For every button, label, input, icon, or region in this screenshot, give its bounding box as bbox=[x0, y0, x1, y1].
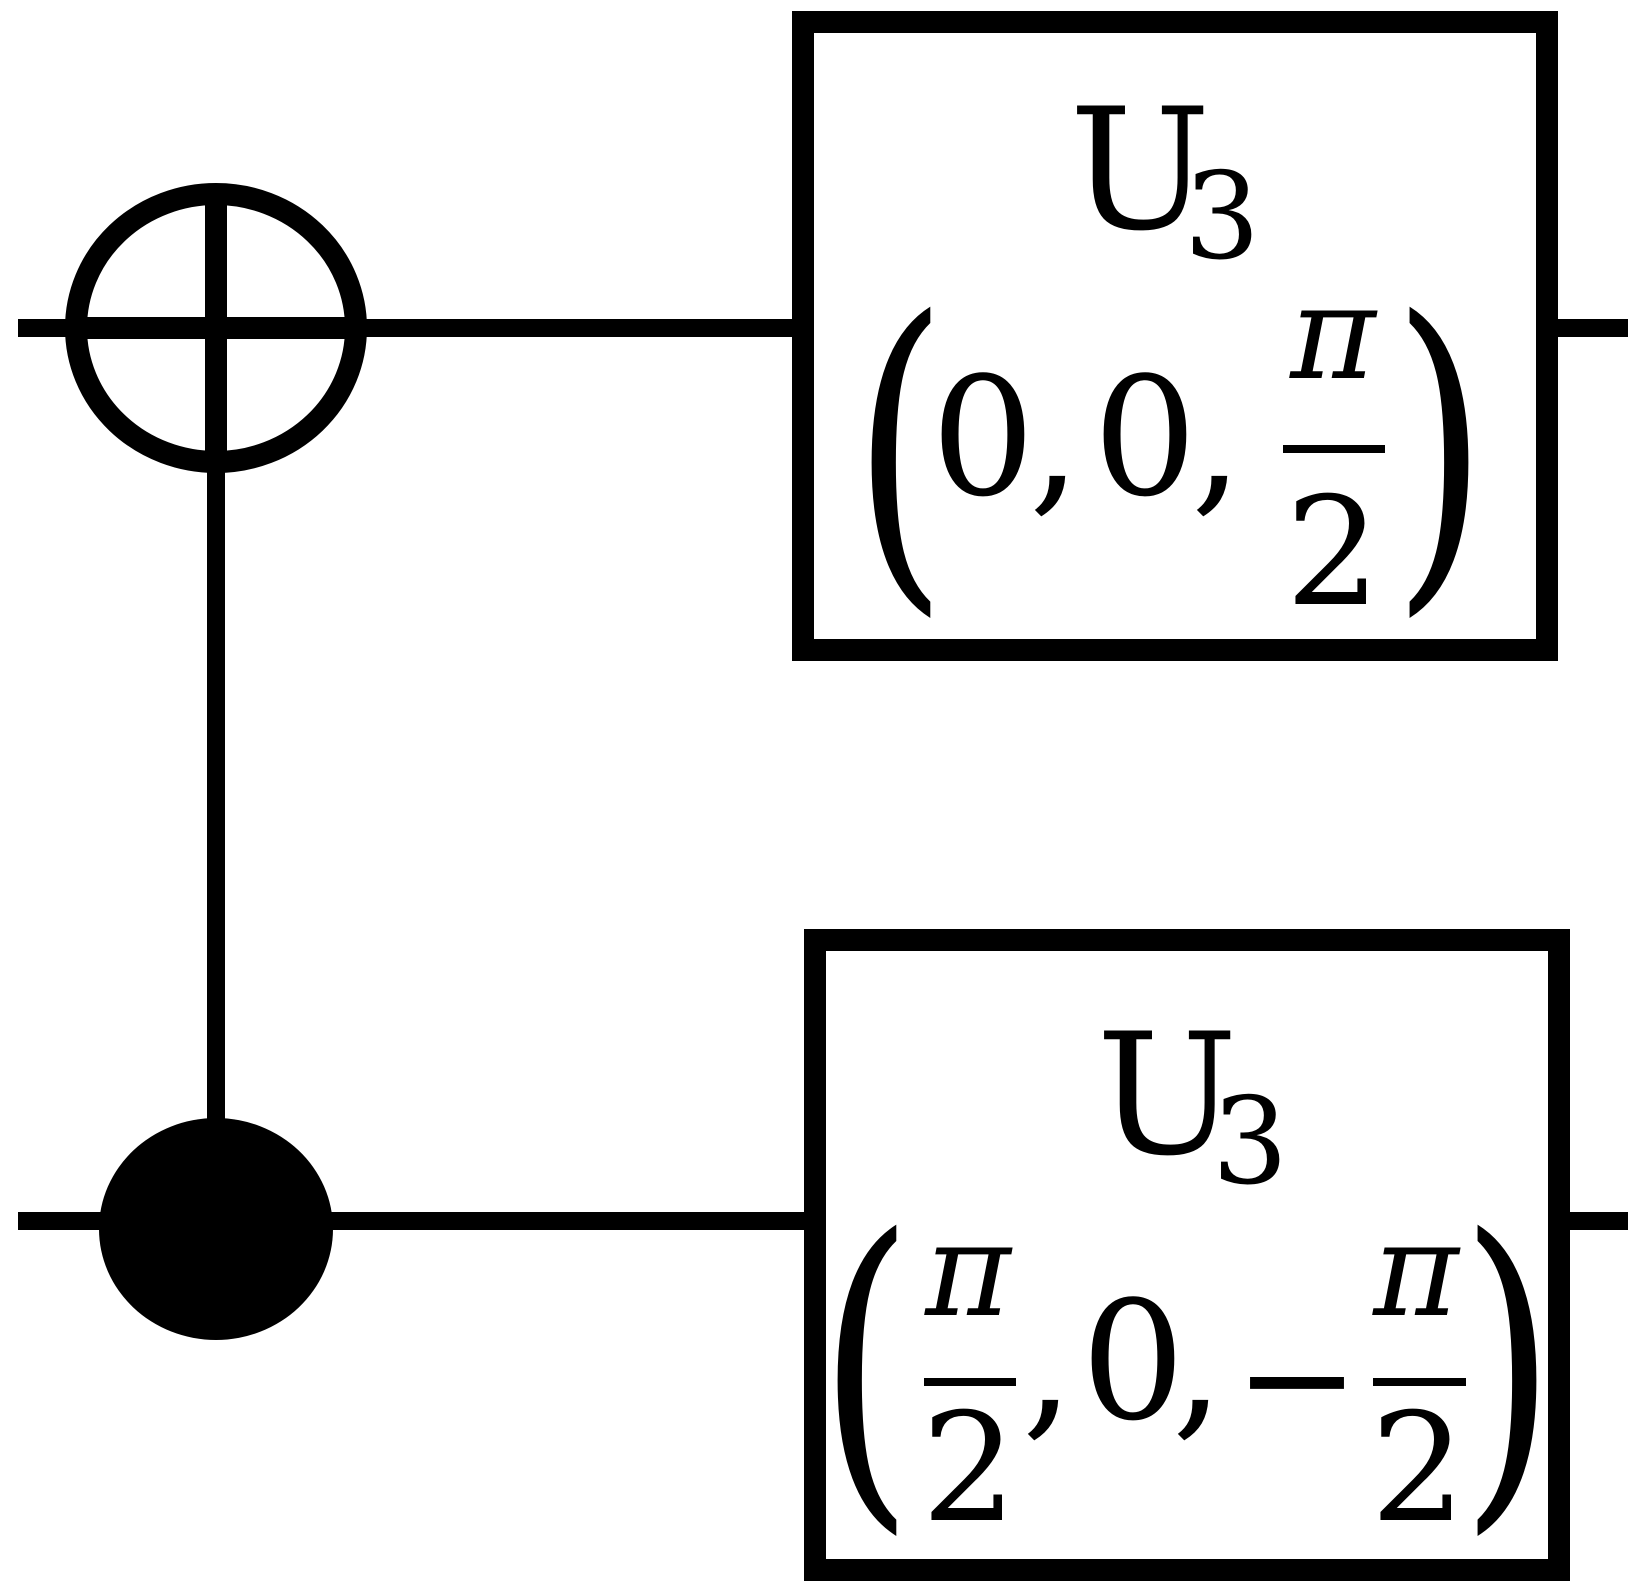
u3-gate-label-1: U 3 ( 0 , 0 , π 2 ) bbox=[852, 72, 1488, 645]
param-theta: 0 bbox=[931, 342, 1035, 533]
param-lambda-numerator: π bbox=[1371, 1194, 1461, 1346]
comma-2: , bbox=[1172, 1266, 1224, 1457]
close-parenthesis: ) bbox=[1392, 249, 1488, 645]
open-parenthesis: ( bbox=[818, 1167, 914, 1563]
cnot-control-dot bbox=[99, 1118, 333, 1340]
param-lambda-denominator: 2 bbox=[1285, 466, 1380, 640]
param-theta-denominator: 2 bbox=[921, 1382, 1016, 1556]
comma-1: , bbox=[1022, 1266, 1074, 1457]
cnot-target-symbol bbox=[65, 183, 367, 473]
u3-gate-label-2: U 3 ( π 2 , 0 , − π 2 ) bbox=[818, 997, 1556, 1563]
gate-subscript: 3 bbox=[1184, 148, 1260, 287]
param-lambda-denominator: 2 bbox=[1370, 1382, 1465, 1556]
param-phi: 0 bbox=[1081, 1266, 1185, 1457]
u3-gate-box-2 bbox=[804, 929, 1570, 1581]
minus-sign: − bbox=[1234, 1292, 1360, 1466]
gate-name: U bbox=[1069, 72, 1211, 268]
gate-subscript: 3 bbox=[1212, 1073, 1288, 1212]
gate-name: U bbox=[1096, 997, 1238, 1193]
param-theta-numerator: π bbox=[923, 1194, 1013, 1346]
close-parenthesis: ) bbox=[1460, 1167, 1556, 1563]
u3-gate-box-1 bbox=[792, 11, 1558, 661]
comma-1: , bbox=[1029, 342, 1081, 533]
param-phi: 0 bbox=[1093, 342, 1197, 533]
comma-2: , bbox=[1191, 342, 1243, 533]
param-lambda-numerator: π bbox=[1288, 257, 1378, 409]
open-parenthesis: ( bbox=[852, 249, 948, 645]
